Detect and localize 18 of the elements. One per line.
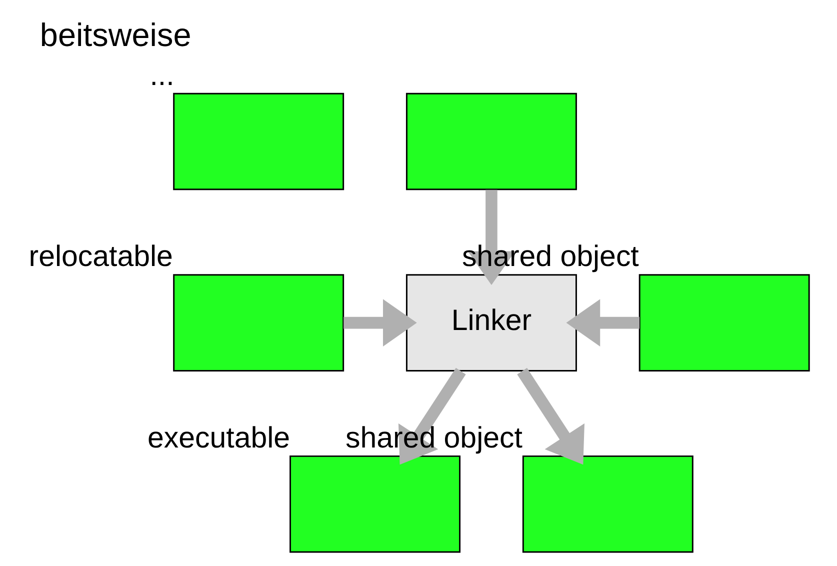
node-label: shared object xyxy=(462,240,639,274)
node-box xyxy=(173,274,344,372)
node-box: Linker xyxy=(406,274,577,372)
arrow xyxy=(468,190,516,286)
node-box xyxy=(290,455,460,553)
arrow xyxy=(517,368,584,465)
node-box xyxy=(406,92,577,190)
node-box xyxy=(522,455,694,553)
node-label: shared object xyxy=(346,421,522,454)
node-label: relocatable xyxy=(28,240,173,274)
node-label: executable xyxy=(148,421,290,454)
node-box xyxy=(638,274,810,372)
arrow xyxy=(398,368,466,465)
diagram-title: beitsweise xyxy=(40,16,192,53)
arrow xyxy=(566,299,640,346)
node-label: ... xyxy=(150,58,174,92)
arrow xyxy=(344,299,417,346)
node-box xyxy=(173,92,344,190)
